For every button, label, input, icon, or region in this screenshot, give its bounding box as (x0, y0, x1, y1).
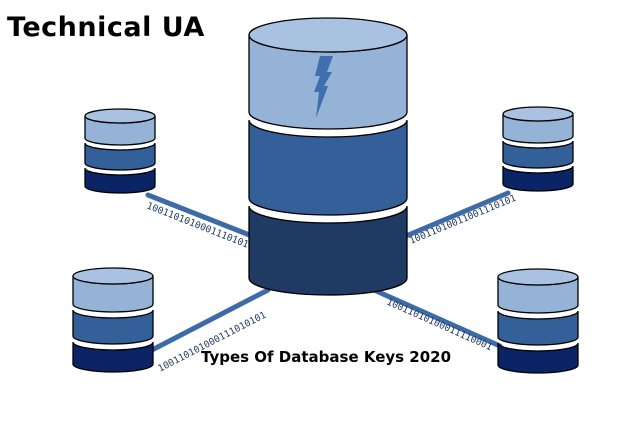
cylinder-band (497, 342, 579, 374)
cylinder-band (497, 310, 579, 346)
cylinder-band (84, 142, 156, 171)
connector-left-top (145, 192, 255, 239)
database-icon-top-right (502, 106, 574, 192)
brand-title: Technical UA (7, 12, 205, 43)
connector-right-top (403, 190, 511, 239)
caption-text: Types Of Database Keys 2020 (201, 348, 452, 366)
cylinder-top (497, 268, 579, 286)
cylinder-top (84, 108, 156, 124)
database-icon-top-left (84, 108, 156, 194)
binary-left-top: 10011010100011101010 (145, 201, 256, 253)
cylinder-band (84, 167, 156, 194)
cylinder-band (248, 119, 408, 216)
connector-left-bottom (149, 287, 271, 353)
cylinder-top (502, 106, 574, 122)
cylinder-top (248, 17, 408, 53)
lightning-bolt-icon (314, 56, 333, 118)
main-database-cylinder (248, 17, 408, 296)
database-icon-bottom-left (72, 267, 154, 373)
cylinder-band (502, 140, 574, 169)
cylinder-band (502, 165, 574, 192)
binary-right-bottom: 10011010100011110001 (385, 297, 494, 354)
database-icon-bottom-right (497, 268, 579, 374)
cylinder-band (72, 341, 154, 373)
cylinder-band (248, 205, 408, 296)
connector-right-bottom (371, 287, 503, 349)
cylinder-top (72, 267, 154, 285)
cylinder-band (72, 309, 154, 345)
connector-lines (145, 190, 511, 353)
binary-right-top: 10011010011001110101 (408, 193, 518, 247)
